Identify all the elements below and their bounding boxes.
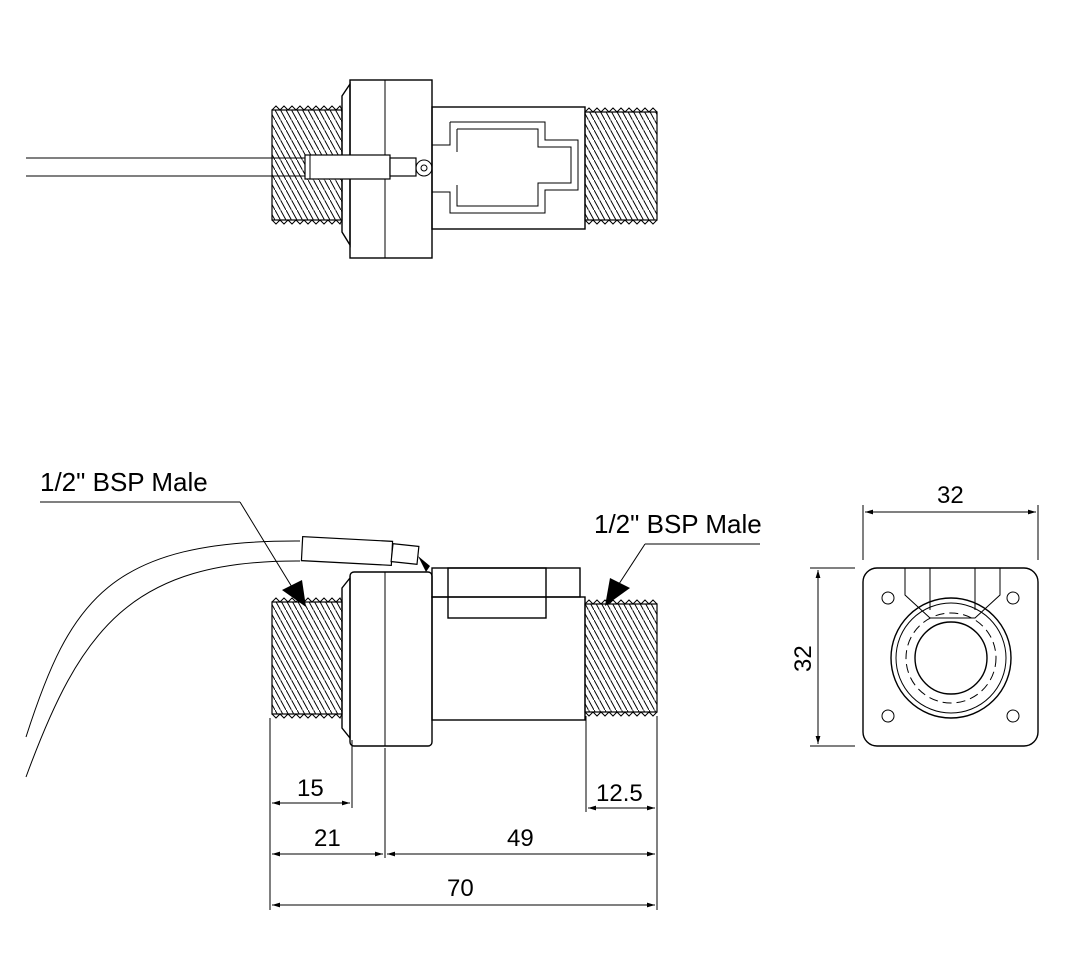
side-nut: [341, 576, 351, 740]
top-body: [431, 106, 586, 230]
top-cable: [26, 157, 305, 177]
side-right-thread: [584, 599, 658, 717]
end-view: [810, 505, 1039, 747]
left-thread-callout: 1/2" BSP Male: [40, 467, 208, 497]
dim-flange-height: 32: [790, 645, 817, 672]
side-flange: [349, 571, 433, 747]
dim-left-to-body: 21: [314, 825, 341, 852]
top-sensor-sleeve: [304, 154, 433, 180]
top-right-thread: [584, 107, 658, 225]
right-thread-leader: [605, 543, 760, 606]
side-body: [431, 567, 586, 721]
top-view: [26, 79, 658, 259]
side-cable: [25, 540, 301, 778]
dim-left-thread-length: 15: [297, 775, 324, 802]
dim-flange-width: 32: [937, 482, 964, 509]
dim-right-thread-length: 12.5: [596, 780, 643, 807]
side-left-thread: [271, 597, 343, 719]
side-sensor-sleeve: [300, 536, 430, 572]
dim-body-to-end: 49: [507, 825, 534, 852]
left-thread-leader: [40, 501, 306, 607]
side-view: [25, 501, 760, 778]
right-thread-callout: 1/2" BSP Male: [594, 509, 762, 539]
side-dimensions: 15 12.5 21 49 70: [269, 716, 658, 910]
dim-overall-length: 70: [447, 875, 474, 902]
